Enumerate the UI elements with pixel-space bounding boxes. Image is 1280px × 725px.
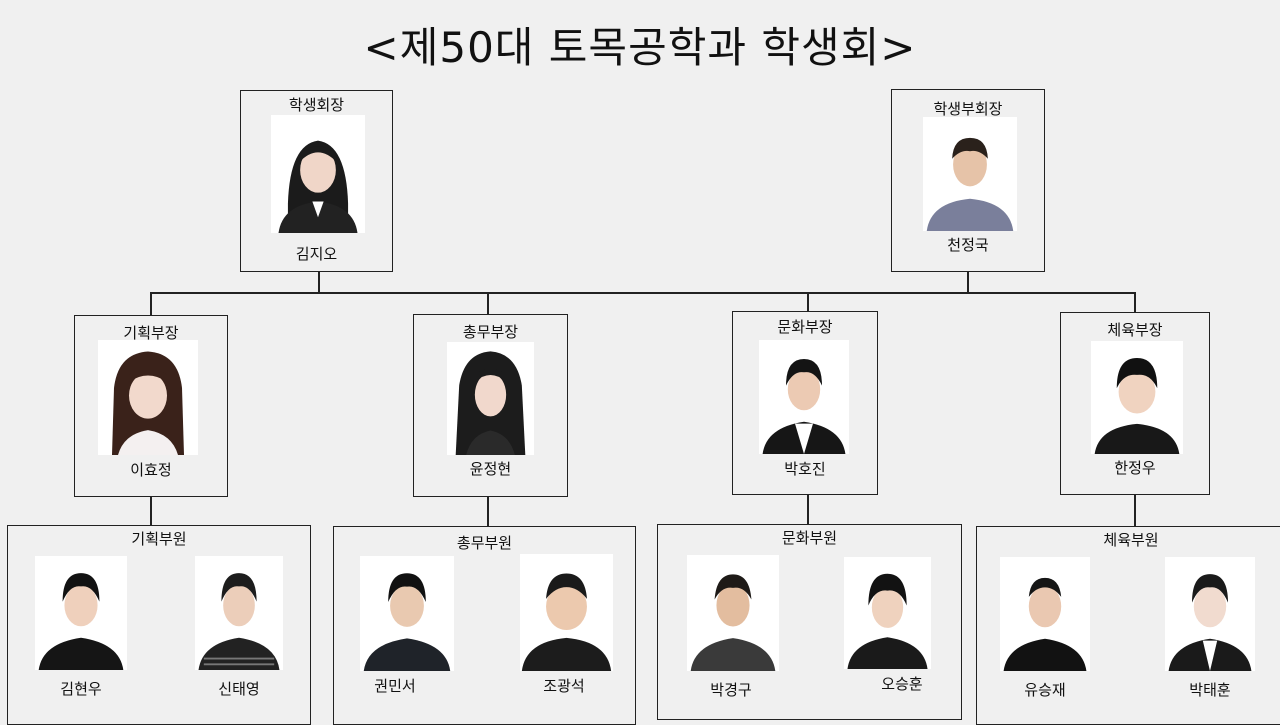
member-name: 박태훈 — [1189, 681, 1231, 699]
team-role: 문화부원 — [781, 529, 838, 547]
member-name: 오승훈 — [881, 675, 923, 693]
head-box-planning: 기획부장 이효정 — [74, 315, 228, 497]
member-photo — [360, 556, 454, 671]
team-box-sports: 체육부원 유승재 박태훈 — [976, 526, 1280, 725]
head-photo — [1091, 341, 1183, 454]
head-role: 체육부장 — [1107, 321, 1163, 339]
connector-head-1 — [150, 292, 152, 315]
page-title: <제50대 토목공학과 학생회> — [363, 23, 917, 72]
connector-team-4 — [1134, 495, 1136, 527]
team-role: 체육부원 — [1103, 531, 1159, 549]
head-name: 윤정현 — [469, 460, 512, 478]
head-box-culture: 문화부장 박호진 — [732, 311, 878, 495]
member-name: 박경구 — [710, 681, 752, 699]
connector-head-2 — [487, 292, 489, 314]
president-box: 학생회장 김지오 — [240, 90, 393, 272]
vice-president-box: 학생부회장 천정국 — [891, 89, 1045, 272]
connector-team-3 — [807, 495, 809, 525]
connector-head-4 — [1134, 292, 1136, 312]
team-role: 총무부원 — [456, 534, 513, 552]
head-box-general-affairs: 총무부장 윤정현 — [413, 314, 568, 497]
head-name: 한정우 — [1114, 459, 1156, 477]
team-box-general-affairs: 총무부원 권민서 조광석 — [333, 526, 636, 725]
connector-team-2 — [487, 497, 489, 526]
member-name: 신태영 — [218, 680, 260, 698]
president-name: 김지오 — [295, 245, 338, 263]
vice-president-role: 학생부회장 — [933, 100, 1003, 118]
connector-horizontal — [150, 292, 1136, 294]
member-name: 조광석 — [543, 677, 585, 695]
member-name: 유승재 — [1024, 681, 1066, 699]
vice-president-photo — [923, 117, 1017, 231]
team-box-culture: 문화부원 박경구 오승훈 — [657, 524, 962, 720]
team-box-planning: 기획부원 김현우 신태영 — [7, 525, 311, 725]
member-name: 권민서 — [374, 677, 416, 695]
head-role: 총무부장 — [462, 323, 519, 341]
member-photo — [1000, 557, 1090, 671]
vice-president-name: 천정국 — [947, 236, 989, 254]
head-photo — [759, 340, 849, 454]
team-role: 기획부원 — [131, 530, 187, 548]
member-photo — [687, 555, 779, 671]
connector-team-1 — [150, 497, 152, 525]
head-name: 이효정 — [130, 461, 172, 479]
connector-vice-down — [967, 272, 969, 293]
head-role: 문화부장 — [777, 318, 833, 336]
head-role: 기획부장 — [123, 324, 179, 342]
member-photo — [520, 554, 613, 671]
president-photo — [271, 115, 365, 233]
head-photo — [447, 342, 534, 455]
member-name: 김현우 — [60, 680, 102, 698]
connector-president-down — [318, 272, 320, 293]
member-photo — [1165, 557, 1255, 671]
connector-head-3 — [807, 292, 809, 311]
member-photo — [844, 557, 931, 669]
head-name: 박호진 — [784, 460, 826, 478]
head-photo — [98, 340, 198, 455]
president-role: 학생회장 — [288, 96, 345, 114]
member-photo — [195, 556, 283, 670]
head-box-sports: 체육부장 한정우 — [1060, 312, 1210, 495]
member-photo — [35, 556, 127, 670]
